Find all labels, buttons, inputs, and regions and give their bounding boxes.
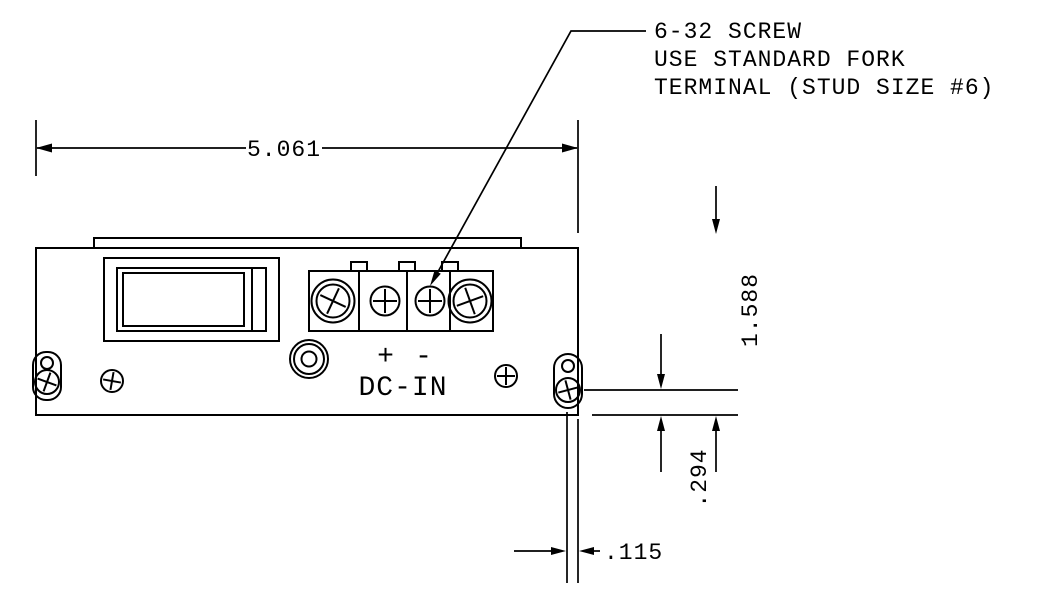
phillips-cross-icon (37, 372, 57, 392)
screw-head (494, 364, 518, 388)
arrowhead-left-icon (36, 143, 52, 153)
terminal-tab (398, 261, 416, 272)
fastener-pilot-hole (40, 356, 54, 370)
screw-head-inner (452, 283, 488, 319)
screw-head (100, 369, 124, 393)
switch-rocker (122, 272, 245, 327)
phillips-cross-icon (102, 371, 122, 391)
cross-line (42, 372, 52, 392)
panel-screw-right (494, 364, 518, 388)
dc-in-labels: + - DC-IN (358, 342, 447, 404)
terminal-tab (441, 261, 459, 272)
screw-callout: 6-32 SCREW USE STANDARD FORK TERMINAL (S… (430, 19, 994, 286)
dimension-overall-width: 5.061 (35, 120, 579, 233)
polarity-negative-label: - (415, 342, 433, 373)
dimension-screw-to-bottom: .294 (584, 334, 738, 508)
fastener-housing (553, 353, 583, 409)
phillips-cross-icon (558, 380, 578, 400)
fastener-right (553, 353, 583, 409)
arrowhead-up-icon (712, 416, 720, 431)
phillips-cross-icon (497, 367, 515, 385)
thumb-knob (289, 339, 329, 379)
power-switch (103, 257, 280, 342)
dimension-height-value: 1.588 (738, 273, 764, 347)
knob-outer-ring (289, 339, 329, 379)
phillips-cross-icon (418, 289, 442, 313)
switch-opening (116, 267, 267, 332)
terminal-screw-large-right (447, 278, 493, 324)
knob-center (300, 350, 318, 368)
arrowhead-right-icon (551, 547, 566, 555)
phillips-cross-icon (319, 287, 347, 315)
terminal-block (308, 261, 494, 332)
callout-line-1: 6-32 SCREW (654, 19, 802, 45)
dimension-offset-h-value: .115 (604, 540, 663, 566)
terminal-screw-positive (369, 285, 401, 317)
dimension-offset-v-value: .294 (687, 448, 713, 507)
arrowhead-down-icon (657, 374, 665, 389)
screw-head (369, 285, 401, 317)
cross-line (564, 380, 572, 400)
screw-head (310, 278, 356, 324)
fastener-pilot-hole (561, 359, 575, 373)
terminal-tab (350, 261, 368, 272)
arrowhead-left-icon (579, 547, 594, 555)
polarity-positive-label: + (377, 342, 395, 373)
screw-head (34, 369, 60, 395)
arrowhead-up-icon (657, 416, 665, 431)
screw-head (555, 377, 581, 403)
dimension-screw-to-edge: .115 (514, 412, 663, 583)
phillips-cross-icon (456, 287, 484, 315)
dc-in-label: DC-IN (358, 373, 447, 404)
cross-line (326, 287, 340, 315)
cross-line (109, 371, 115, 391)
switch-bezel (103, 257, 280, 342)
fastener-housing (32, 351, 62, 401)
cross-line (464, 287, 476, 315)
leader-line (433, 30, 646, 280)
dimension-panel-height: 1.588 (712, 186, 764, 472)
knob-inner-ring (293, 343, 325, 375)
terminal-screw-large-left (310, 278, 356, 324)
arrowhead-right-icon (562, 143, 578, 153)
screw-head-inner (315, 283, 351, 319)
fastener-left (32, 351, 62, 401)
arrowhead-down-icon (712, 219, 720, 234)
terminal-screw-negative (414, 285, 446, 317)
screw-head (414, 285, 446, 317)
phillips-cross-icon (373, 289, 397, 313)
screw-head (447, 278, 493, 324)
callout-line-2: USE STANDARD FORK (654, 47, 906, 73)
callout-line-3: TERMINAL (STUD SIZE #6) (654, 75, 994, 101)
panel-body (35, 237, 579, 416)
panel-top-lip (93, 237, 522, 249)
dimension-width-value: 5.061 (247, 137, 321, 163)
leader-arrowhead-icon (430, 270, 441, 286)
panel-screw-left (100, 369, 124, 393)
